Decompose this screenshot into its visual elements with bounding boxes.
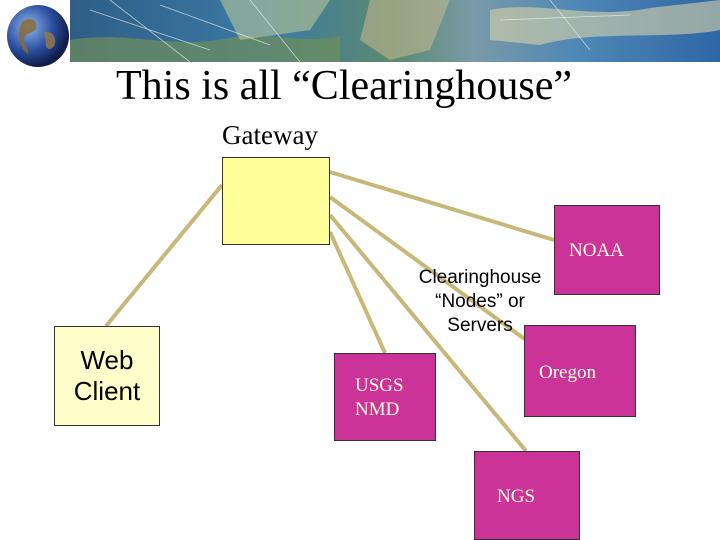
node-oregon: Oregon — [524, 325, 636, 417]
connector-gateway-usgs — [328, 231, 387, 354]
map-banner-image — [70, 0, 720, 62]
connector-gateway-oregon — [328, 195, 528, 342]
node-usgs-nmd: USGS NMD — [334, 353, 436, 441]
node-oregon-label: Oregon — [539, 362, 596, 383]
connector-gateway-noaa — [329, 170, 555, 242]
node-usgs-label: USGS NMD — [355, 375, 404, 420]
node-noaa-label: NOAA — [569, 240, 624, 261]
nodes-caption: Clearinghouse “Nodes” or Servers — [418, 267, 542, 336]
globe-icon — [7, 5, 69, 67]
web-client-box: Web Client — [54, 326, 160, 426]
slide-title: This is all “Clearinghouse” — [116, 63, 573, 109]
node-noaa: NOAA — [554, 205, 660, 295]
connector-gateway-webclient — [104, 183, 224, 328]
gateway-box — [222, 157, 330, 245]
node-ngs-label: NGS — [497, 486, 536, 507]
web-client-label: Web Client — [73, 344, 141, 406]
node-ngs: NGS — [474, 451, 580, 540]
connector-gateway-ngs — [328, 213, 528, 453]
gateway-label: Gateway — [222, 120, 318, 150]
